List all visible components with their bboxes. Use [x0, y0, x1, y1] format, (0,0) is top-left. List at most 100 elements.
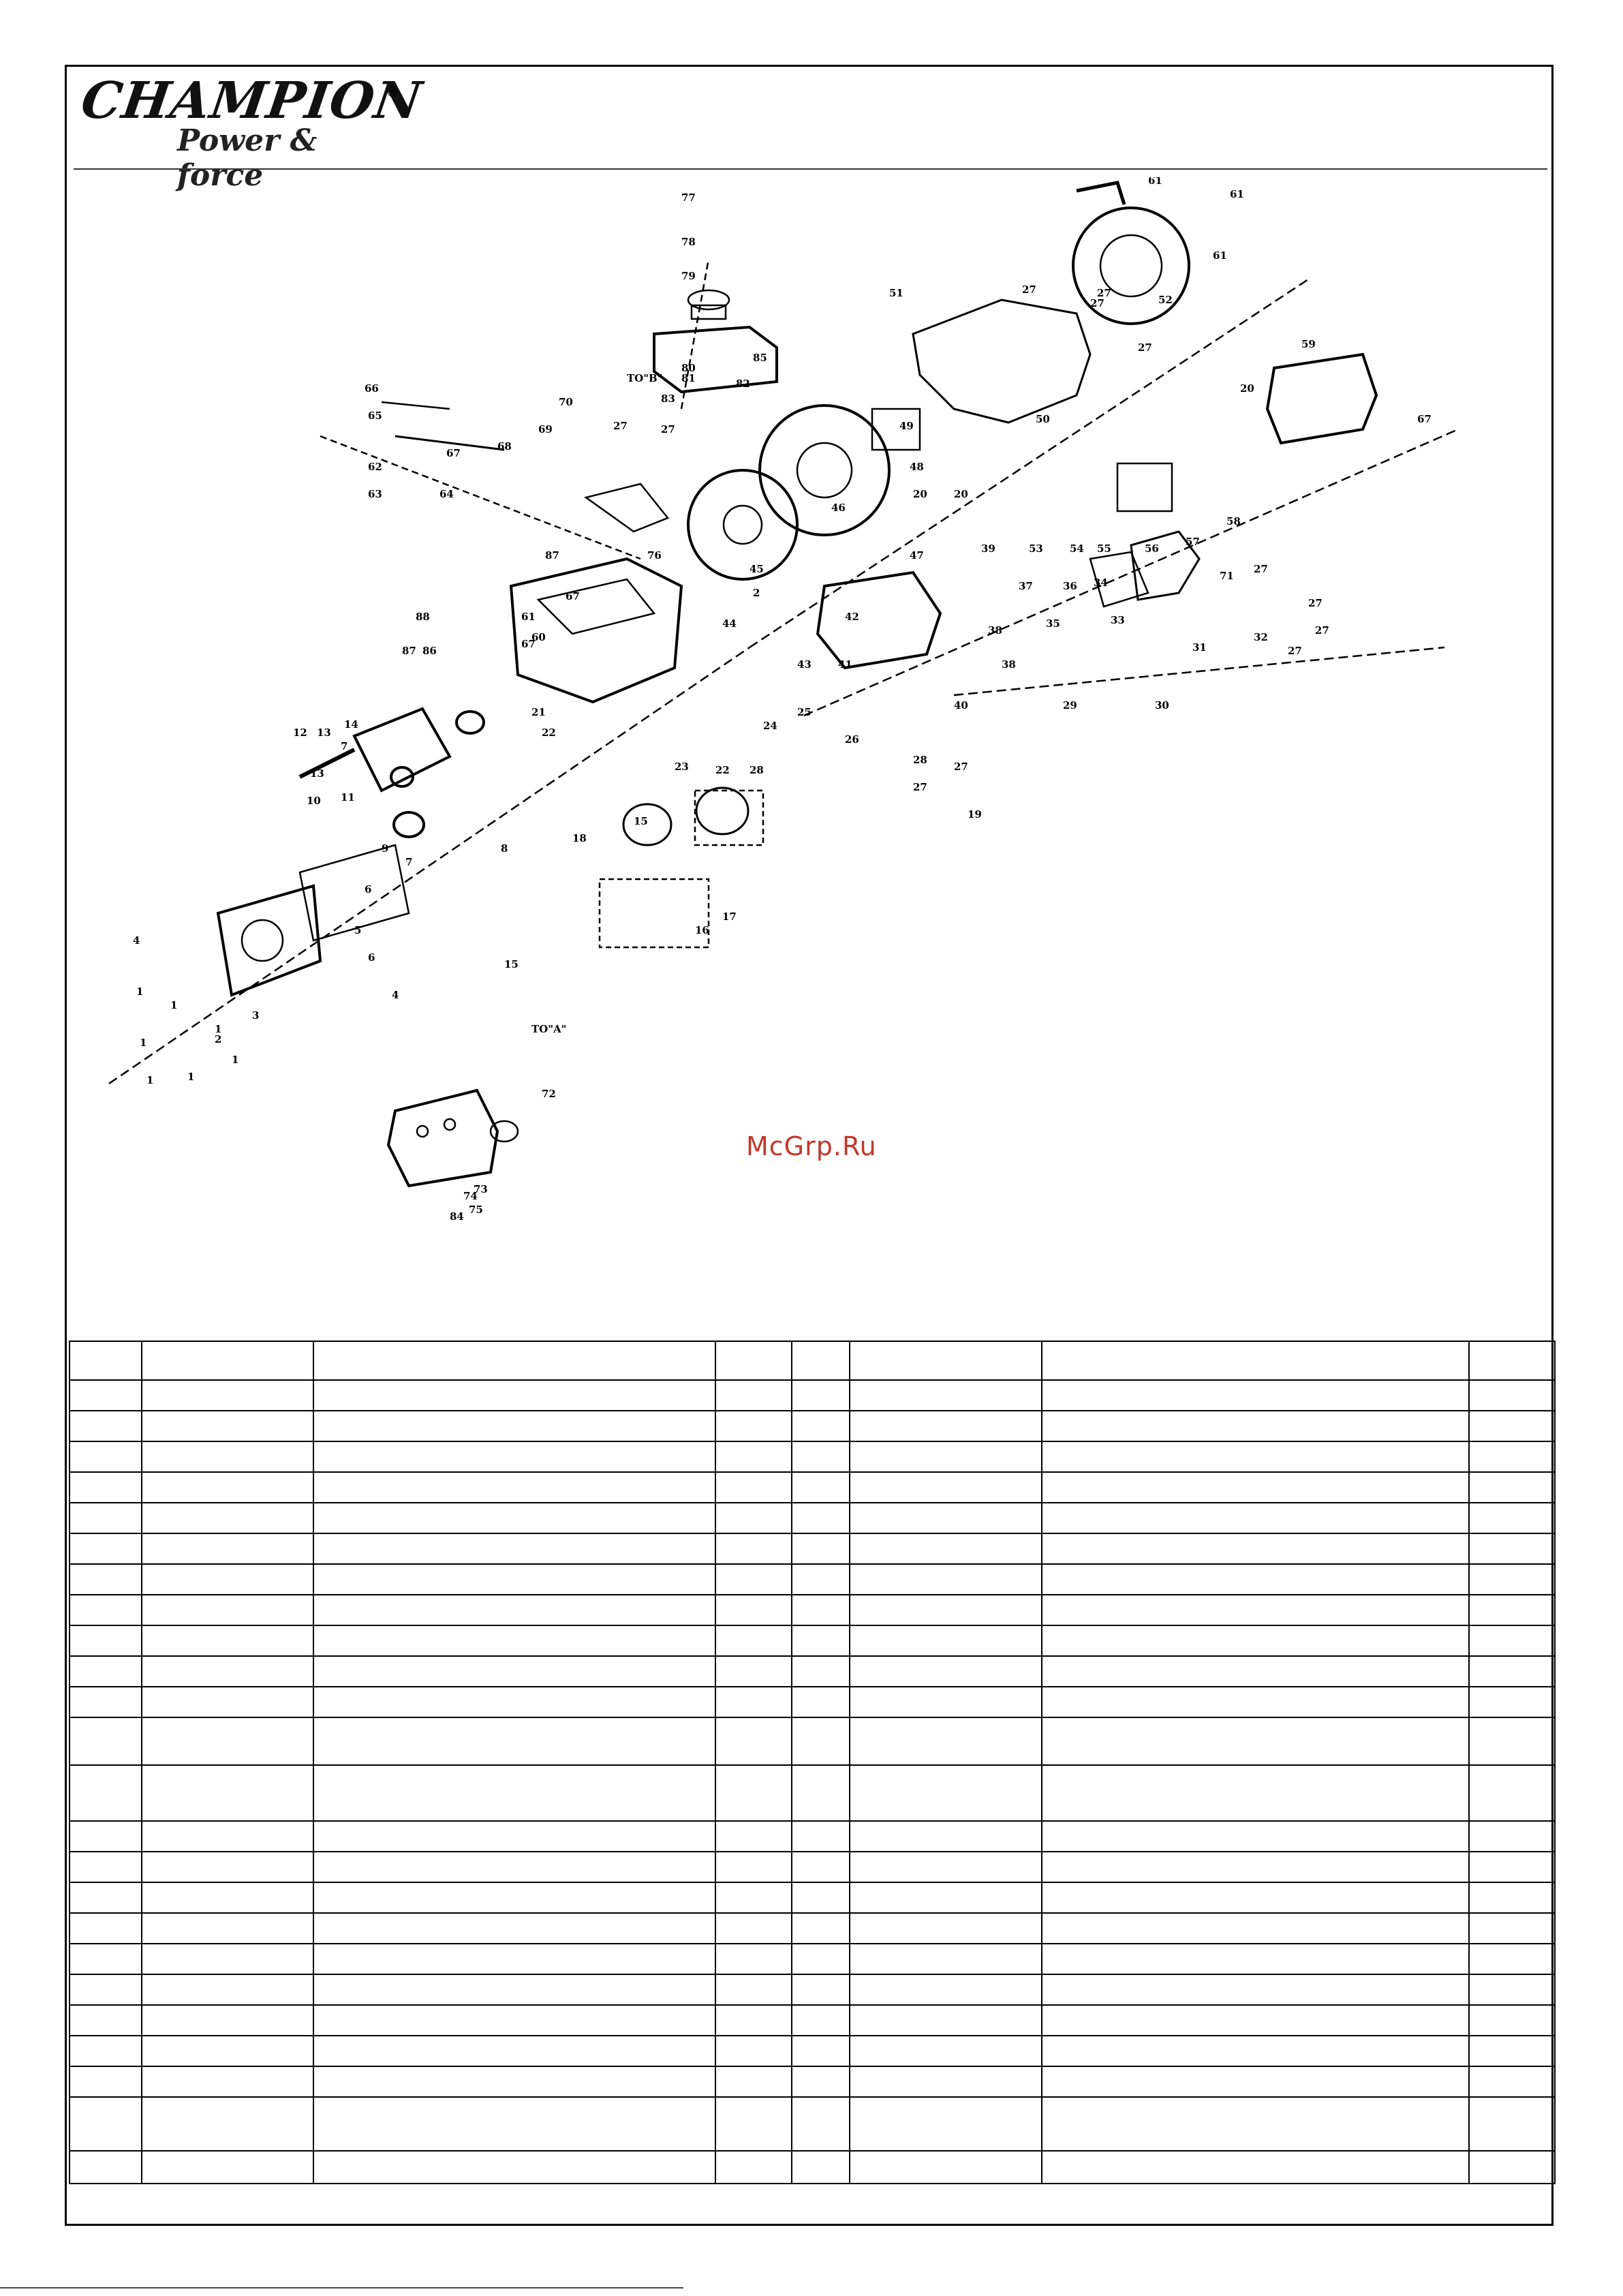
table-cell — [1468, 1764, 1556, 1822]
table-row — [69, 1502, 1556, 1534]
table-cell — [313, 1820, 716, 1852]
table-cell — [1041, 1533, 1470, 1565]
table-cell — [313, 1533, 716, 1565]
table-row — [69, 1851, 1556, 1883]
table-cell — [313, 1912, 716, 1944]
table-cell — [69, 2004, 142, 2036]
svg-text:28: 28 — [749, 764, 764, 776]
table-cell — [1041, 1882, 1470, 1914]
table-cell — [791, 1594, 850, 1626]
table-cell — [69, 1974, 142, 2006]
svg-text:26: 26 — [845, 733, 859, 746]
svg-text:1: 1 — [140, 1037, 146, 1049]
svg-text:40: 40 — [954, 699, 968, 711]
table-cell — [791, 1686, 850, 1718]
table-cell — [1468, 1655, 1556, 1687]
table-cell — [1041, 2096, 1470, 2152]
table-cell — [1041, 2066, 1470, 2098]
table-cell — [69, 1563, 142, 1595]
footer-rule — [0, 2287, 683, 2289]
table-cell — [715, 2066, 792, 2098]
registered-mark: ® — [386, 84, 399, 100]
table-cell — [791, 1502, 850, 1534]
table-cell — [1041, 1820, 1470, 1852]
table-cell — [1041, 1764, 1470, 1822]
brand-tagline: Power & force — [177, 123, 318, 193]
table-cell — [715, 1533, 792, 1565]
table-cell — [141, 1851, 314, 1883]
svg-text:TO"A": TO"A" — [531, 1023, 567, 1035]
table-cell — [1041, 2150, 1470, 2184]
svg-text:27: 27 — [613, 420, 628, 432]
table-cell — [141, 1686, 314, 1718]
svg-text:83: 83 — [661, 393, 675, 405]
svg-text:32: 32 — [1254, 631, 1268, 643]
svg-text:1: 1 — [146, 1074, 153, 1086]
table-cell — [1468, 1974, 1556, 2006]
table-cell — [141, 1912, 314, 1944]
table-cell — [1468, 1594, 1556, 1626]
svg-text:4: 4 — [133, 934, 140, 947]
table-cell — [1468, 1717, 1556, 1766]
table-cell — [791, 2096, 850, 2152]
table-cell — [313, 1341, 716, 1381]
brand-name: CHAMPION — [77, 72, 426, 130]
table-cell — [791, 2066, 850, 2098]
table-cell — [141, 1974, 314, 2006]
table-cell — [1041, 1441, 1470, 1473]
table-cell — [715, 2035, 792, 2067]
table-cell — [849, 1717, 1042, 1766]
table-cell — [1468, 2004, 1556, 2036]
table-cell — [141, 1471, 314, 1503]
table-cell — [1468, 1820, 1556, 1852]
table-cell — [849, 1882, 1042, 1914]
table-row — [69, 1341, 1556, 1381]
svg-text:74: 74 — [463, 1190, 478, 1202]
svg-text:79: 79 — [681, 270, 696, 282]
table-cell — [69, 1820, 142, 1852]
table-cell — [141, 1882, 314, 1914]
table-row — [69, 2035, 1556, 2067]
table-cell — [791, 2035, 850, 2067]
svg-text:1: 1 — [136, 985, 143, 998]
table-cell — [69, 1764, 142, 1822]
table-cell — [849, 1686, 1042, 1718]
svg-text:73: 73 — [474, 1183, 488, 1195]
svg-text:51: 51 — [889, 287, 903, 299]
table-cell — [313, 1686, 716, 1718]
table-cell — [69, 1912, 142, 1944]
table-cell — [791, 1717, 850, 1766]
table-cell — [791, 1341, 850, 1381]
svg-text:48: 48 — [910, 461, 924, 473]
table-row — [69, 1764, 1556, 1822]
svg-text:85: 85 — [753, 352, 767, 364]
table-cell — [141, 2066, 314, 2098]
table-cell — [849, 2035, 1042, 2067]
svg-text:34: 34 — [1094, 577, 1108, 589]
table-cell — [69, 2066, 142, 2098]
table-cell — [791, 1563, 850, 1595]
table-cell — [141, 1379, 314, 1411]
svg-text:36: 36 — [1063, 580, 1077, 592]
table-cell — [313, 1502, 716, 1534]
table-cell — [69, 1594, 142, 1626]
table-cell — [1041, 1851, 1470, 1883]
svg-text:27: 27 — [1315, 624, 1329, 637]
svg-text:27: 27 — [1308, 597, 1323, 609]
table-cell — [849, 2004, 1042, 2036]
table-cell — [313, 1471, 716, 1503]
svg-text:22: 22 — [715, 764, 730, 776]
table-cell — [849, 1441, 1042, 1473]
table-cell — [1468, 1625, 1556, 1657]
header-divider — [74, 168, 1547, 170]
svg-text:30: 30 — [1155, 699, 1169, 711]
svg-text:27: 27 — [913, 781, 927, 793]
svg-text:69: 69 — [538, 423, 553, 435]
table-cell — [313, 2096, 716, 2152]
svg-text:9: 9 — [382, 842, 388, 855]
svg-text:15: 15 — [634, 815, 648, 827]
table-cell — [791, 2150, 850, 2184]
svg-text:64: 64 — [439, 488, 454, 500]
svg-text:56: 56 — [1145, 542, 1159, 555]
